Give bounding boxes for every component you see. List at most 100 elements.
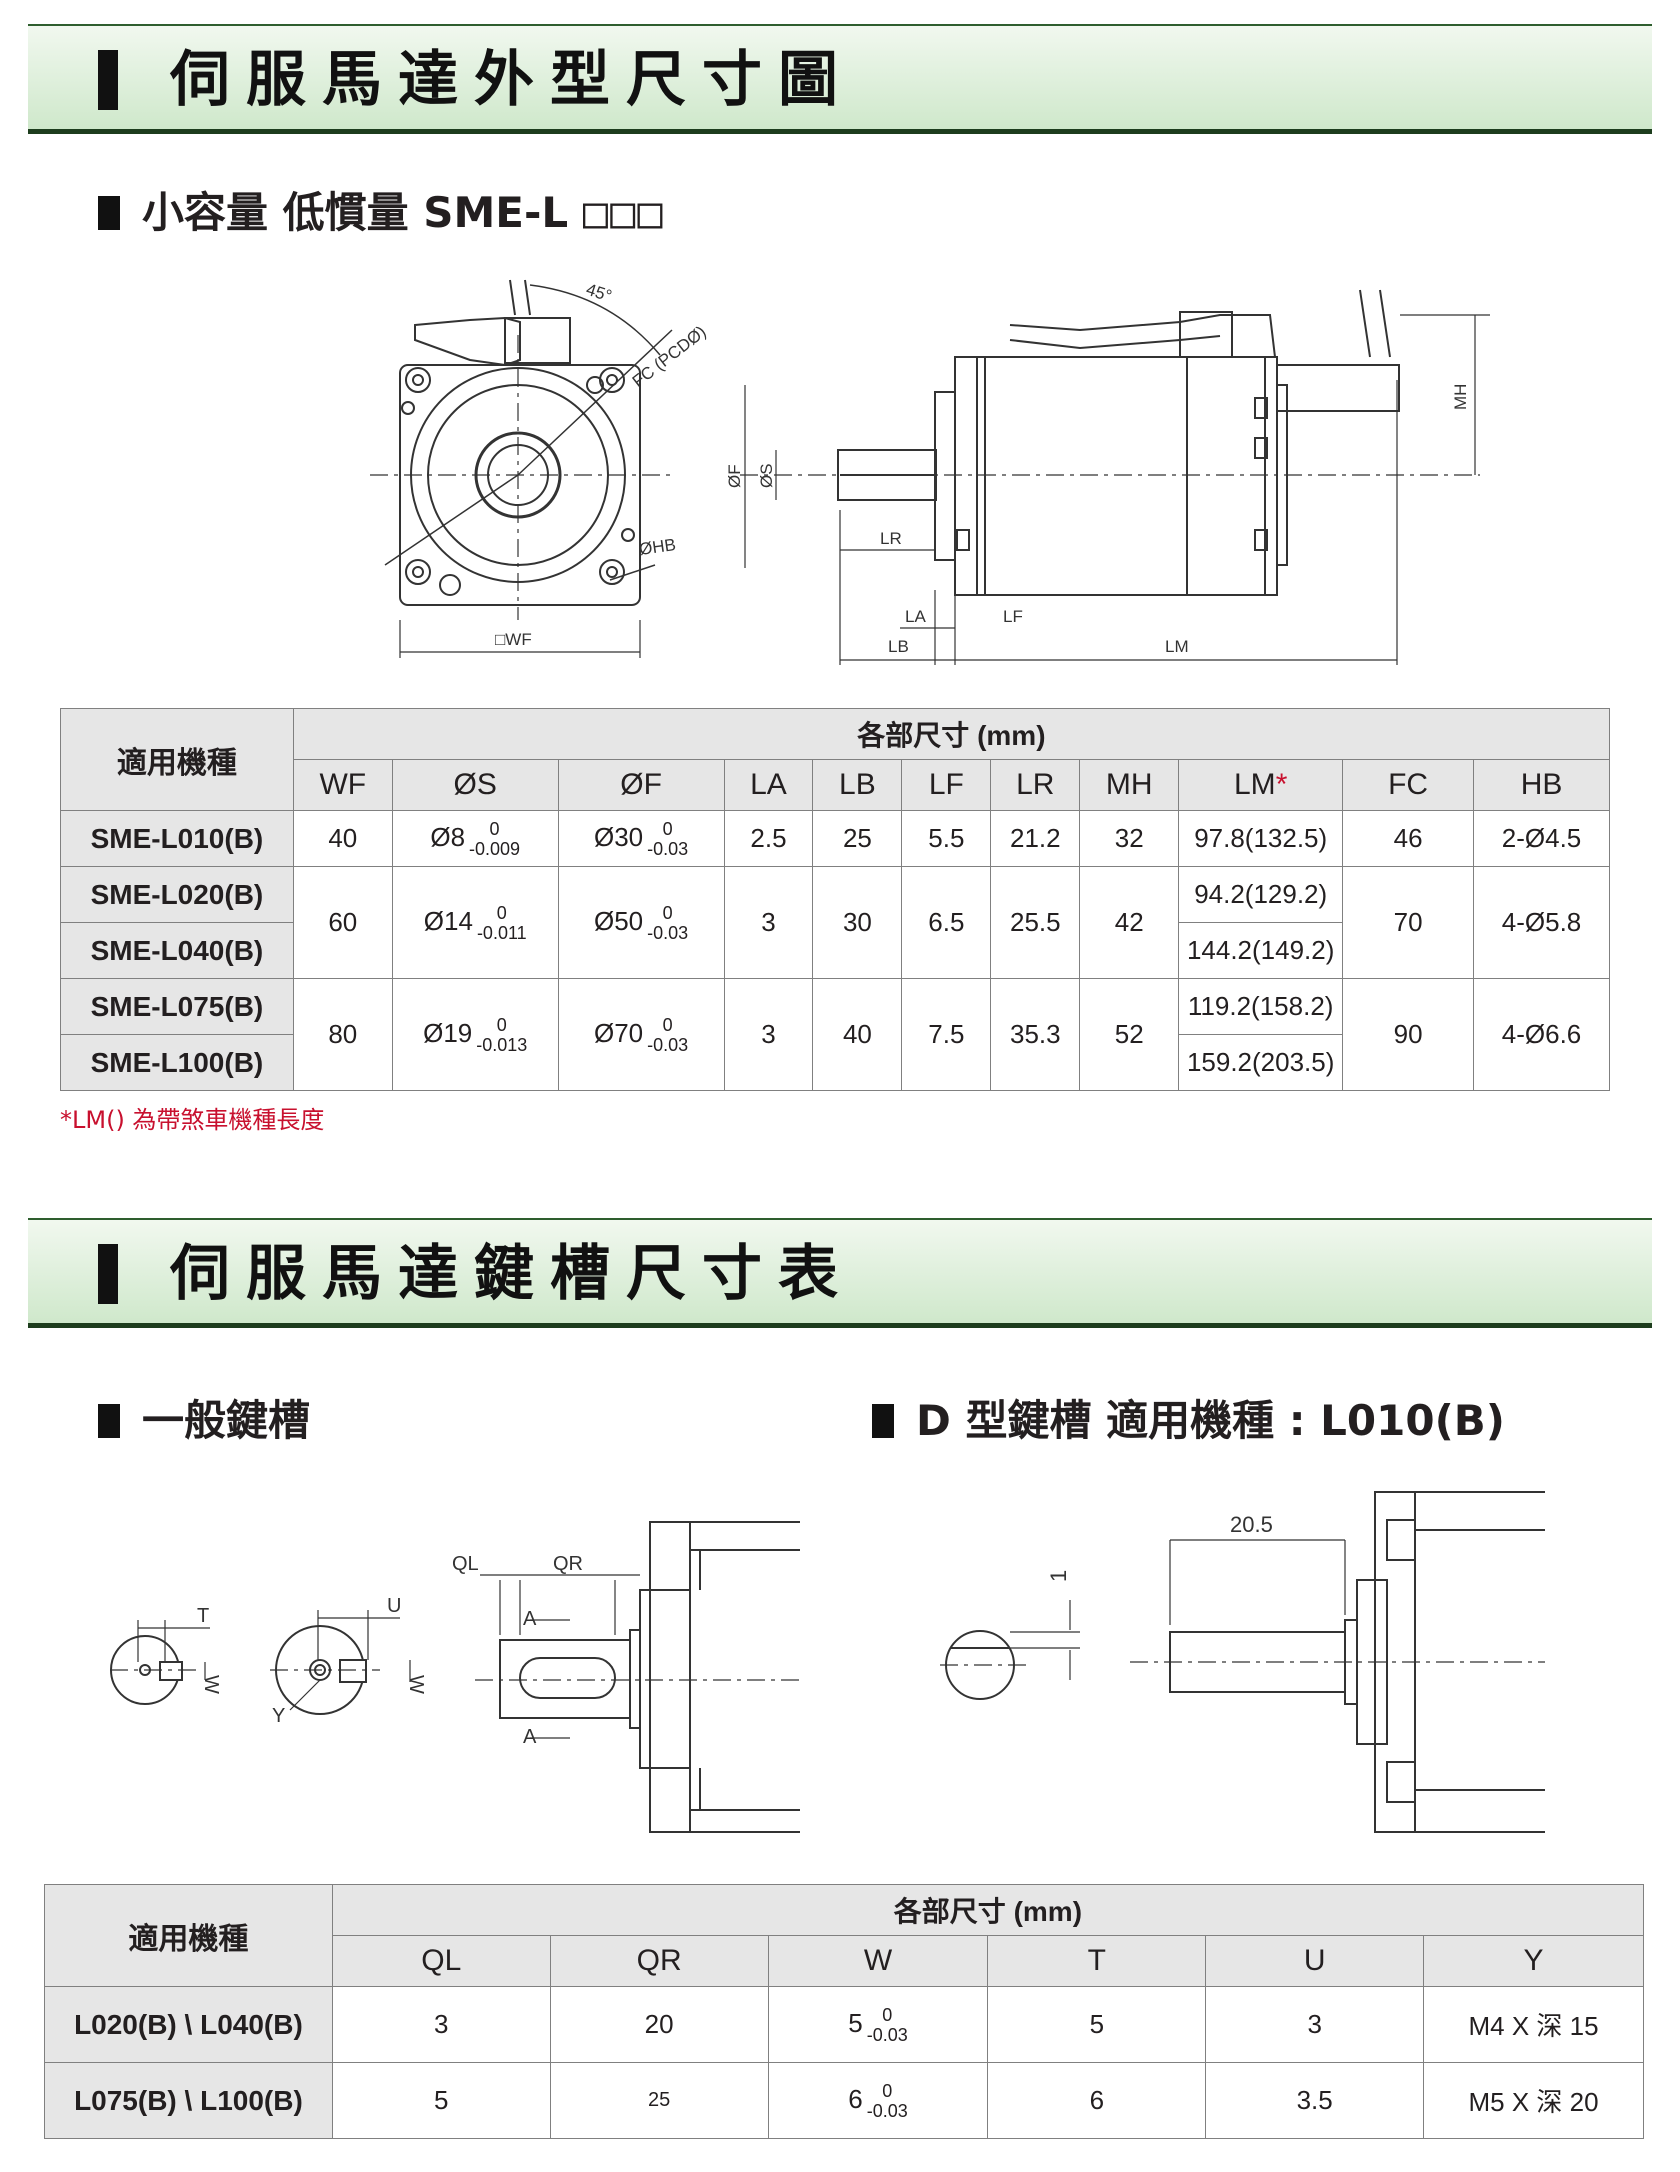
- col-lr: LR: [990, 759, 1081, 811]
- col-s: ØS: [391, 759, 559, 811]
- col-wf: WF: [292, 759, 393, 811]
- col-lb: LB: [812, 759, 903, 811]
- t-label: T: [197, 1605, 209, 1627]
- lb-cell: 30: [812, 866, 903, 979]
- la-cell: 3: [723, 978, 814, 1091]
- subheading-text: 一般鍵槽: [142, 1396, 311, 1445]
- table-row: SME-L040(B) 144.2(149.2): [60, 922, 1610, 979]
- lm-cell: 97.8(132.5): [1178, 810, 1344, 867]
- lf-cell: 5.5: [901, 810, 992, 867]
- d-depth-label: 1: [1046, 1570, 1071, 1582]
- col-fc: FC: [1342, 759, 1475, 811]
- lr-label: LR: [880, 529, 902, 548]
- wf-cell: 40: [292, 810, 393, 867]
- header-bar: [98, 1244, 118, 1304]
- la-label: LA: [905, 607, 926, 626]
- model-cell: SME-L020(B): [60, 866, 294, 923]
- hb-cell: 4-Ø5.8: [1473, 866, 1610, 979]
- model-cell: SME-L010(B): [60, 810, 294, 867]
- table-row: SME-L100(B) 159.2(203.5): [60, 1034, 1610, 1091]
- qr-cell: 25: [549, 2062, 769, 2139]
- col-w: W: [767, 1935, 989, 1987]
- u-cell: 3.5: [1205, 2062, 1425, 2139]
- lf-label: LF: [1003, 607, 1023, 626]
- keyway-table: 適用機種 各部尺寸 (mm) QL QR W T U Y L020(B) \ L…: [44, 1884, 1645, 2139]
- lm-label: LM: [1165, 637, 1189, 656]
- model-cell: SME-L100(B): [60, 1034, 294, 1091]
- y-cell: M5 X 深 20: [1423, 2062, 1644, 2139]
- y-cell: M4 X 深 15: [1423, 1986, 1644, 2063]
- ql-cell: 5: [331, 2062, 551, 2139]
- qr-cell: 20: [549, 1986, 769, 2063]
- keyway-drawing: T W U W Y QL QR A A 20.5 1: [110, 1491, 1545, 1833]
- w-label-2: W: [405, 1675, 427, 1694]
- lm-asterisk: *: [1275, 768, 1288, 801]
- col-u: U: [1205, 1935, 1425, 1987]
- subheading-bar: [98, 1404, 120, 1438]
- lm-cell: 119.2(158.2): [1178, 978, 1344, 1035]
- mh-cell: 32: [1079, 810, 1180, 867]
- col-y: Y: [1423, 1935, 1644, 1987]
- model-header: 適用機種: [44, 1884, 333, 1987]
- lm-cell: 159.2(203.5): [1178, 1034, 1344, 1091]
- d-length-label: 20.5: [1230, 1512, 1273, 1537]
- model-boxes: □□□: [582, 188, 665, 237]
- ql-label: QL: [452, 1553, 479, 1575]
- col-hb: HB: [1473, 759, 1610, 811]
- lr-cell: 35.3: [990, 978, 1081, 1091]
- lr-cell: 25.5: [990, 866, 1081, 979]
- wf-label: □WF: [495, 630, 532, 649]
- section-header-keyway: 伺服馬達鍵槽尺寸表: [28, 1218, 1652, 1328]
- lm-cell: 144.2(149.2): [1178, 922, 1344, 979]
- wf-cell: 60: [292, 866, 393, 979]
- lm-footnote: *LM() 為帶煞車機種長度: [60, 1106, 325, 1134]
- u-cell: 3: [1205, 1986, 1425, 2063]
- os-label: ØS: [757, 463, 776, 488]
- model-cell: SME-L075(B): [60, 978, 294, 1035]
- col-lf: LF: [901, 759, 992, 811]
- col-t: T: [987, 1935, 1207, 1987]
- angle-label: 45°: [584, 280, 614, 306]
- subheading-bar: [98, 196, 120, 230]
- lf-cell: 7.5: [901, 978, 992, 1091]
- lb-cell: 40: [812, 978, 903, 1091]
- col-ql: QL: [331, 1935, 551, 1987]
- col-mh: MH: [1079, 759, 1180, 811]
- col-qr: QR: [549, 1935, 769, 1987]
- la-cell: 2.5: [723, 810, 814, 867]
- dimensions-table: 適用機種 各部尺寸 (mm) WF ØS ØF LA LB LF LR MH L…: [60, 708, 1611, 1091]
- lr-cell: 21.2: [990, 810, 1081, 867]
- model-cell: L075(B) \ L100(B): [44, 2062, 333, 2139]
- lf-cell: 6.5: [901, 866, 992, 979]
- mh-cell: 52: [1079, 978, 1180, 1091]
- mh-label: MH: [1451, 384, 1470, 410]
- motor-outline-drawing: 45° FC (PCDØ) ØHB □WF ØF ØS LR LA LB LF …: [370, 280, 1490, 665]
- section-header-dimensions: 伺服馬達外型尺寸圖: [28, 24, 1652, 134]
- hb-label: ØHB: [638, 535, 677, 559]
- model-cell: SME-L040(B): [60, 922, 294, 979]
- subheading-text: 小容量 低慣量 SME-L: [142, 188, 569, 237]
- fc-cell: 90: [1342, 978, 1475, 1091]
- qr-label: QR: [553, 1553, 583, 1575]
- a-label-bottom: A: [523, 1726, 537, 1748]
- wf-cell: 80: [292, 978, 393, 1091]
- fc-cell: 70: [1342, 866, 1475, 979]
- group-header: 各部尺寸 (mm): [292, 708, 1611, 760]
- w-label-1: W: [200, 1675, 222, 1694]
- col-la: LA: [723, 759, 814, 811]
- section-title: 伺服馬達外型尺寸圖: [170, 45, 854, 115]
- a-label-top: A: [523, 1608, 537, 1630]
- subheading-bar: [872, 1404, 894, 1438]
- lm-cell: 94.2(129.2): [1178, 866, 1344, 923]
- la-cell: 3: [723, 866, 814, 979]
